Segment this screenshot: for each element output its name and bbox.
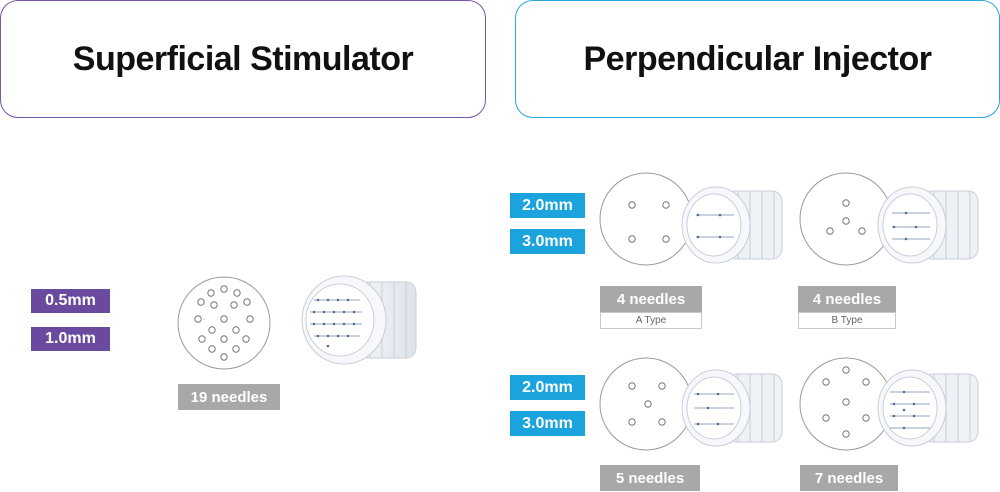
superficial-stimulator-title: Superficial Stimulator xyxy=(0,0,486,118)
perpendicular-injector-title: Perpendicular Injector xyxy=(515,0,1000,118)
type-label-b: B Type xyxy=(798,312,896,329)
needles-count-4-b: 4 needles xyxy=(798,286,896,312)
needle-pattern-4-a-type xyxy=(599,172,693,266)
cartridge-5-needles-image xyxy=(681,369,783,447)
row2-depth-badge-3-0mm: 3.0mm xyxy=(510,411,585,436)
needles-count-4-a: 4 needles xyxy=(600,286,702,312)
type-label-a: A Type xyxy=(600,312,702,329)
needle-pattern-4-b-type xyxy=(799,172,893,266)
needle-pattern-7 xyxy=(799,357,893,451)
needle-pattern-19 xyxy=(177,276,271,370)
row1-depth-badge-3-0mm: 3.0mm xyxy=(510,229,585,254)
row2-depth-badge-2-0mm: 2.0mm xyxy=(510,375,585,400)
cartridge-4-needles-b-image xyxy=(877,186,979,264)
depth-badge-0-5mm: 0.5mm xyxy=(31,289,110,313)
needles-count-5: 5 needles xyxy=(600,465,700,491)
perpendicular-injector-title-text: Perpendicular Injector xyxy=(583,39,933,78)
superficial-stimulator-title-text: Superficial Stimulator xyxy=(72,39,414,78)
cartridge-7-needles-image xyxy=(877,369,979,447)
needles-count-7: 7 needles xyxy=(800,465,898,491)
needle-pattern-5 xyxy=(599,357,693,451)
cartridge-4-needles-a-image xyxy=(681,186,783,264)
needles-count-19: 19 needles xyxy=(178,384,280,410)
cartridge-19-needles-image xyxy=(301,275,417,365)
depth-badge-1-0mm: 1.0mm xyxy=(31,327,110,351)
row1-depth-badge-2-0mm: 2.0mm xyxy=(510,193,585,218)
